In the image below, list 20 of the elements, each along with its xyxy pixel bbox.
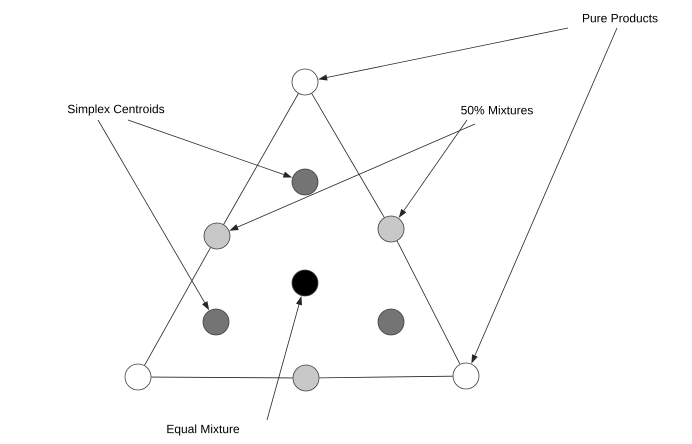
triangle-side [223, 93, 299, 225]
design-point [204, 222, 230, 250]
design-point [452, 362, 480, 390]
design-point [292, 168, 318, 196]
triangle-side [144, 247, 211, 366]
design-point [124, 364, 152, 390]
design-point [202, 308, 230, 336]
label-text: 50% Mixtures [461, 106, 533, 114]
design-point [292, 68, 318, 96]
design-point [378, 308, 404, 336]
design-point [292, 270, 318, 296]
label-text: Pure Products [582, 14, 658, 22]
label-text: Equal Mixture [167, 424, 240, 436]
triangle-side [311, 93, 385, 218]
design-point [378, 216, 404, 242]
triangle-side [319, 376, 453, 378]
triangle-side [151, 376, 293, 378]
design-point [292, 364, 320, 392]
label-text: Simplex Centroids [68, 104, 164, 116]
triangle-side [396, 240, 460, 364]
